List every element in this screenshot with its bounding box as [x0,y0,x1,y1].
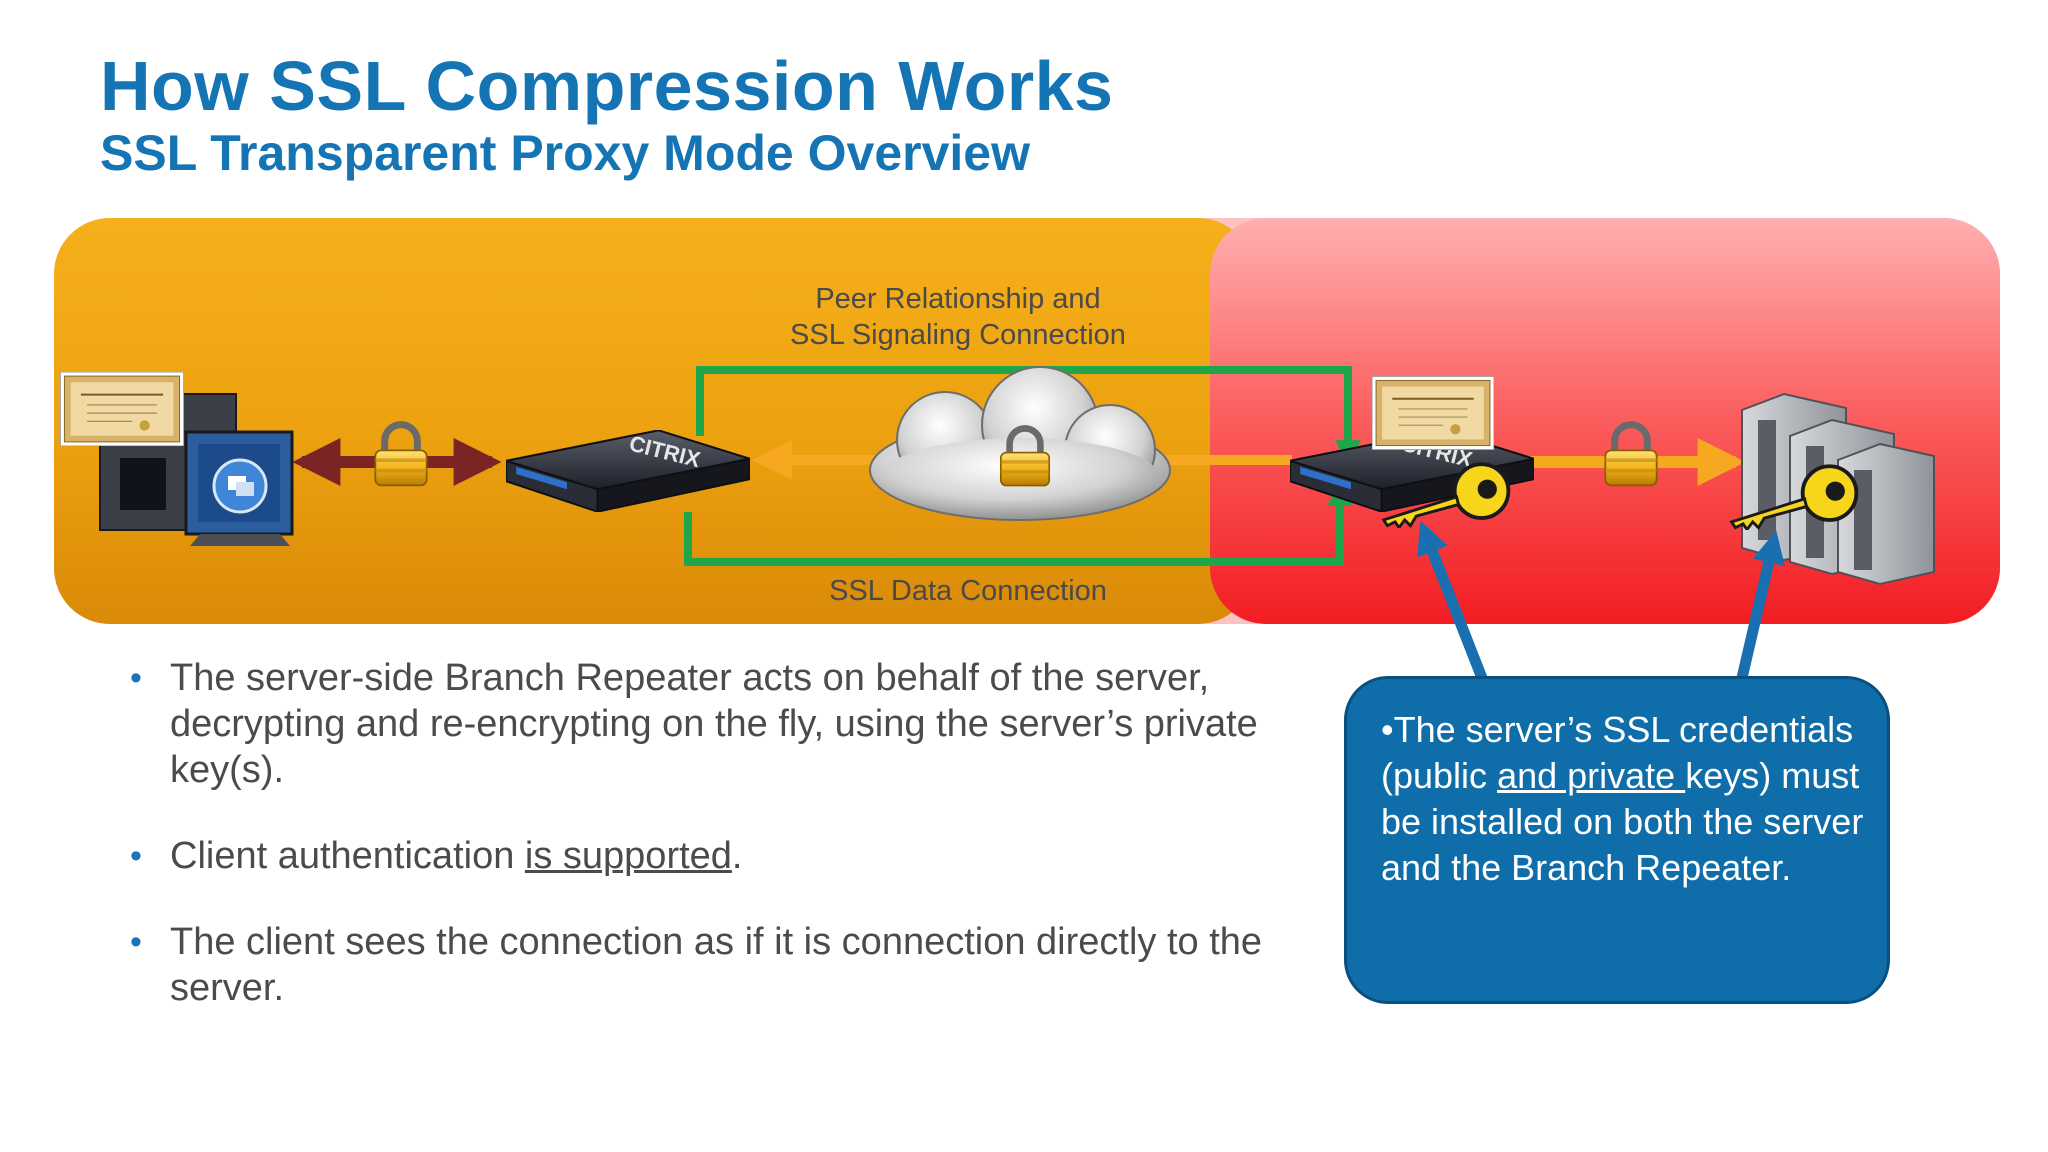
bullet-item: • The server-side Branch Repeater acts o… [130,655,1310,793]
bullet-item: • The client sees the connection as if i… [130,919,1310,1011]
slide-title: How SSL Compression Works [100,47,1114,125]
credentials-callout: •The server’s SSL credentials (public an… [1344,676,1890,1004]
callout-arrow-to-repeater [1417,520,1488,681]
client-certificate-icon [60,372,184,446]
client-side-zone [54,218,1254,624]
callout-arrow-to-server [1736,530,1785,680]
bullet-list: • The server-side Branch Repeater acts o… [130,655,1310,1051]
slide-subtitle: SSL Transparent Proxy Mode Overview [100,125,1030,181]
bullet-dot: • [130,923,142,961]
underlined-phrase: is supported [524,835,732,877]
bullet-item: • Client authentication is supported. [130,833,1310,879]
bullet-dot: • [130,659,142,697]
callout-underlined-phrase: and private [1497,755,1686,796]
bullet-text: The client sees the connection as if it … [170,921,1263,1009]
wan-cloud-icon [869,366,1171,521]
bullet-dot: • [130,837,142,875]
server-repeater-certificate-icon [1372,376,1494,450]
client-computer-icon [99,393,294,546]
data-connection-label: SSL Data Connection [829,575,1107,607]
peer-label-line2: SSL Signaling Connection [790,319,1126,351]
bullet-text: The server-side Branch Repeater acts on … [170,657,1258,791]
peer-label-line1: Peer Relationship and [815,283,1100,315]
bullet-text: Client authentication is supported. [170,835,743,877]
